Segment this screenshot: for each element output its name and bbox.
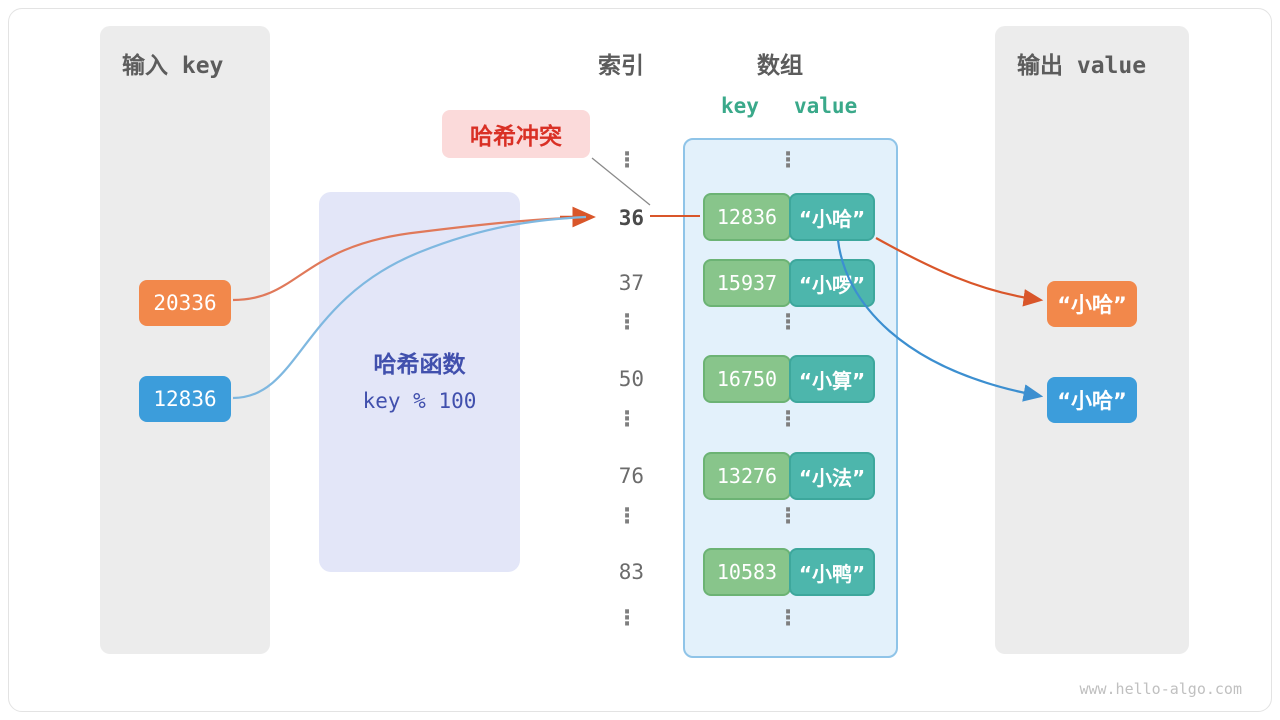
table-row: 16750 “小算” (703, 355, 875, 403)
hash-function-title: 哈希函数 (373, 352, 466, 378)
watermark: www.hello-algo.com (1079, 680, 1242, 698)
table-row: 15937 “小啰” (703, 259, 875, 307)
output-panel (995, 26, 1189, 654)
input-panel (100, 26, 270, 654)
array-ellipsis-4: ··· (783, 600, 793, 637)
bucket-key-cell: 15937 (703, 259, 791, 307)
index-column-heading: 索引 (598, 53, 644, 79)
index-ellipsis-2: ··· (622, 401, 632, 438)
input-key-20336: 20336 (139, 280, 231, 326)
bucket-key-cell: 10583 (703, 548, 791, 596)
index-ellipsis-0: ··· (622, 142, 632, 179)
bucket-value-cell: “小哈” (789, 193, 875, 241)
index-ellipsis-1: ··· (622, 304, 632, 341)
hash-function-formula: key % 100 (362, 389, 477, 413)
bucket-value-cell: “小算” (789, 355, 875, 403)
bucket-key-cell: 12836 (703, 193, 791, 241)
array-ellipsis-1: ··· (783, 304, 793, 341)
bucket-value-cell: “小啰” (789, 259, 875, 307)
array-ellipsis-2: ··· (783, 401, 793, 438)
index-label-36: 36 (618, 206, 644, 230)
output-value-orange: “小哈” (1047, 281, 1137, 327)
array-ellipsis-0: ··· (783, 142, 793, 179)
array-ellipsis-3: ··· (783, 498, 793, 535)
key-column-heading: key (721, 94, 759, 118)
bucket-key-cell: 16750 (703, 355, 791, 403)
value-column-heading: value (794, 94, 858, 118)
index-ellipsis-4: ··· (622, 600, 632, 637)
output-panel-title: 输出 value (1017, 53, 1147, 79)
hash-function-block: 哈希函数 key % 100 (319, 192, 520, 572)
index-label-50: 50 (618, 367, 644, 391)
index-ellipsis-3: ··· (622, 498, 632, 535)
array-column-heading: 数组 (757, 53, 803, 79)
index-label-37: 37 (618, 271, 644, 295)
output-value-blue: “小哈” (1047, 377, 1137, 423)
bucket-value-cell: “小法” (789, 452, 875, 500)
table-row: 12836 “小哈” (703, 193, 875, 241)
input-panel-title: 输入 key (122, 53, 224, 79)
bucket-value-cell: “小鸭” (789, 548, 875, 596)
table-row: 13276 “小法” (703, 452, 875, 500)
index-label-76: 76 (618, 464, 644, 488)
table-row: 10583 “小鸭” (703, 548, 875, 596)
collision-badge: 哈希冲突 (442, 110, 590, 158)
index-label-83: 83 (618, 560, 644, 584)
input-key-12836: 12836 (139, 376, 231, 422)
bucket-key-cell: 13276 (703, 452, 791, 500)
